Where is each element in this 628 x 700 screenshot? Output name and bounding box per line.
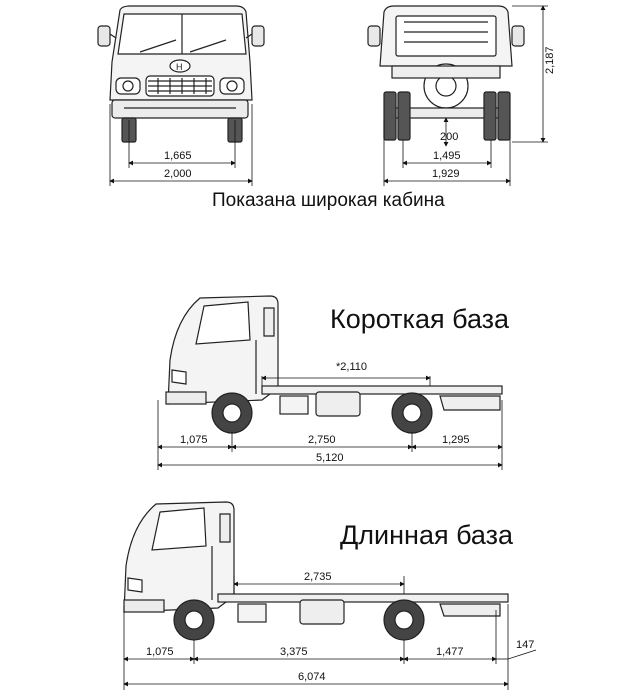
long-base-dimensions xyxy=(123,576,537,690)
long-wheelbase-label: 3,375 xyxy=(280,646,308,658)
front-overall-width-label: 2,000 xyxy=(164,168,192,180)
short-base-title: Короткая база xyxy=(330,304,510,334)
short-front-overhang-label: 1,075 xyxy=(180,434,208,446)
long-base-truck xyxy=(123,501,509,641)
short-overall-length-label: 5,120 xyxy=(316,452,344,464)
rear-height-label: 2,187 xyxy=(544,46,556,74)
short-frame-length-label: *2,110 xyxy=(336,361,367,373)
short-rear-overhang-label: 1,295 xyxy=(442,434,470,446)
rear-track-label: 1,495 xyxy=(433,150,461,162)
rear-view-truck xyxy=(367,5,525,141)
rear-overall-width-label: 1,929 xyxy=(432,168,460,180)
front-view-truck: H xyxy=(97,5,265,143)
long-frame-length-label: 2,735 xyxy=(304,571,332,583)
long-base-title: Длинная база xyxy=(340,520,514,550)
long-rear-overhang-label: 1,477 xyxy=(436,646,464,658)
front-track-width-label: 1,665 xyxy=(164,150,192,162)
svg-text:H: H xyxy=(176,62,183,72)
short-base-truck xyxy=(165,295,503,434)
long-front-overhang-label: 1,075 xyxy=(146,646,174,658)
short-wheelbase-label: 2,750 xyxy=(308,434,336,446)
rear-ground-clearance-label: 200 xyxy=(440,131,458,143)
short-base-dimensions xyxy=(157,375,503,470)
long-extra-overhang-label: 147 xyxy=(516,639,534,651)
hyundai-logo: H xyxy=(169,59,191,73)
wide-cab-caption: Показана широкая кабина xyxy=(212,190,445,211)
rear-view-dimensions xyxy=(383,5,548,186)
front-view-dimensions xyxy=(109,104,253,186)
long-overall-length-label: 6,074 xyxy=(298,671,326,683)
